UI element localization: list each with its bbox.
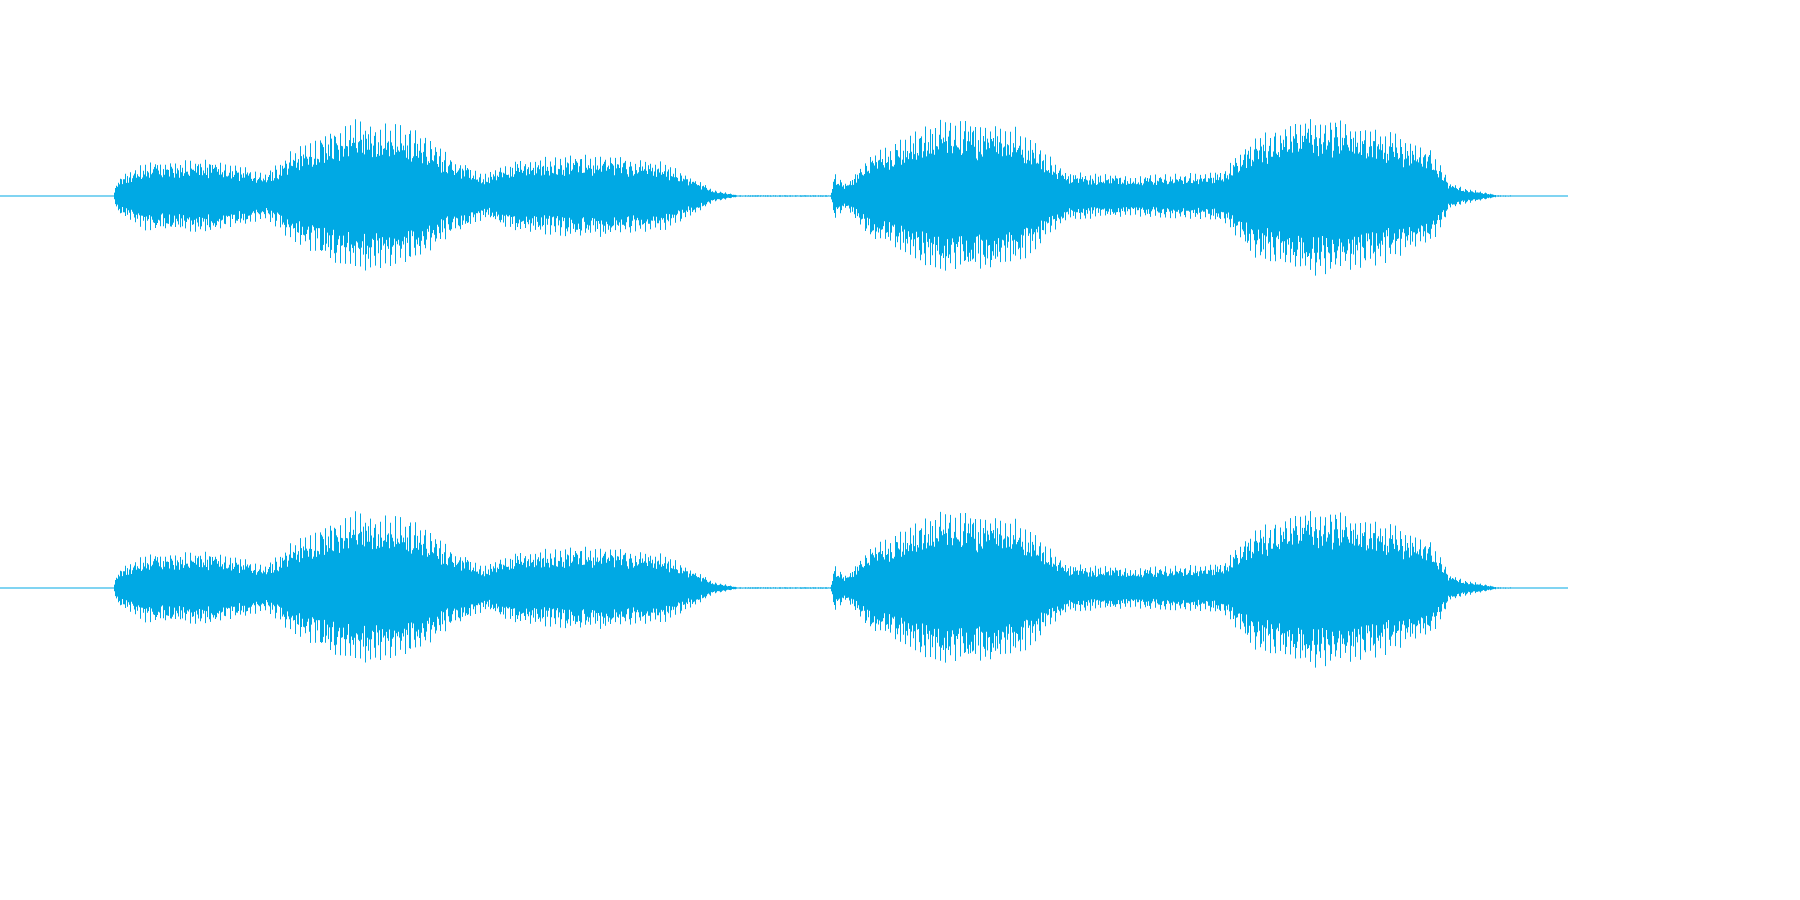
waveform-samples [113, 119, 1561, 276]
waveform-channel-1 [0, 119, 1568, 276]
waveform-samples [113, 511, 1561, 668]
waveform-view [0, 119, 1568, 668]
waveform-channel-2 [0, 511, 1568, 668]
